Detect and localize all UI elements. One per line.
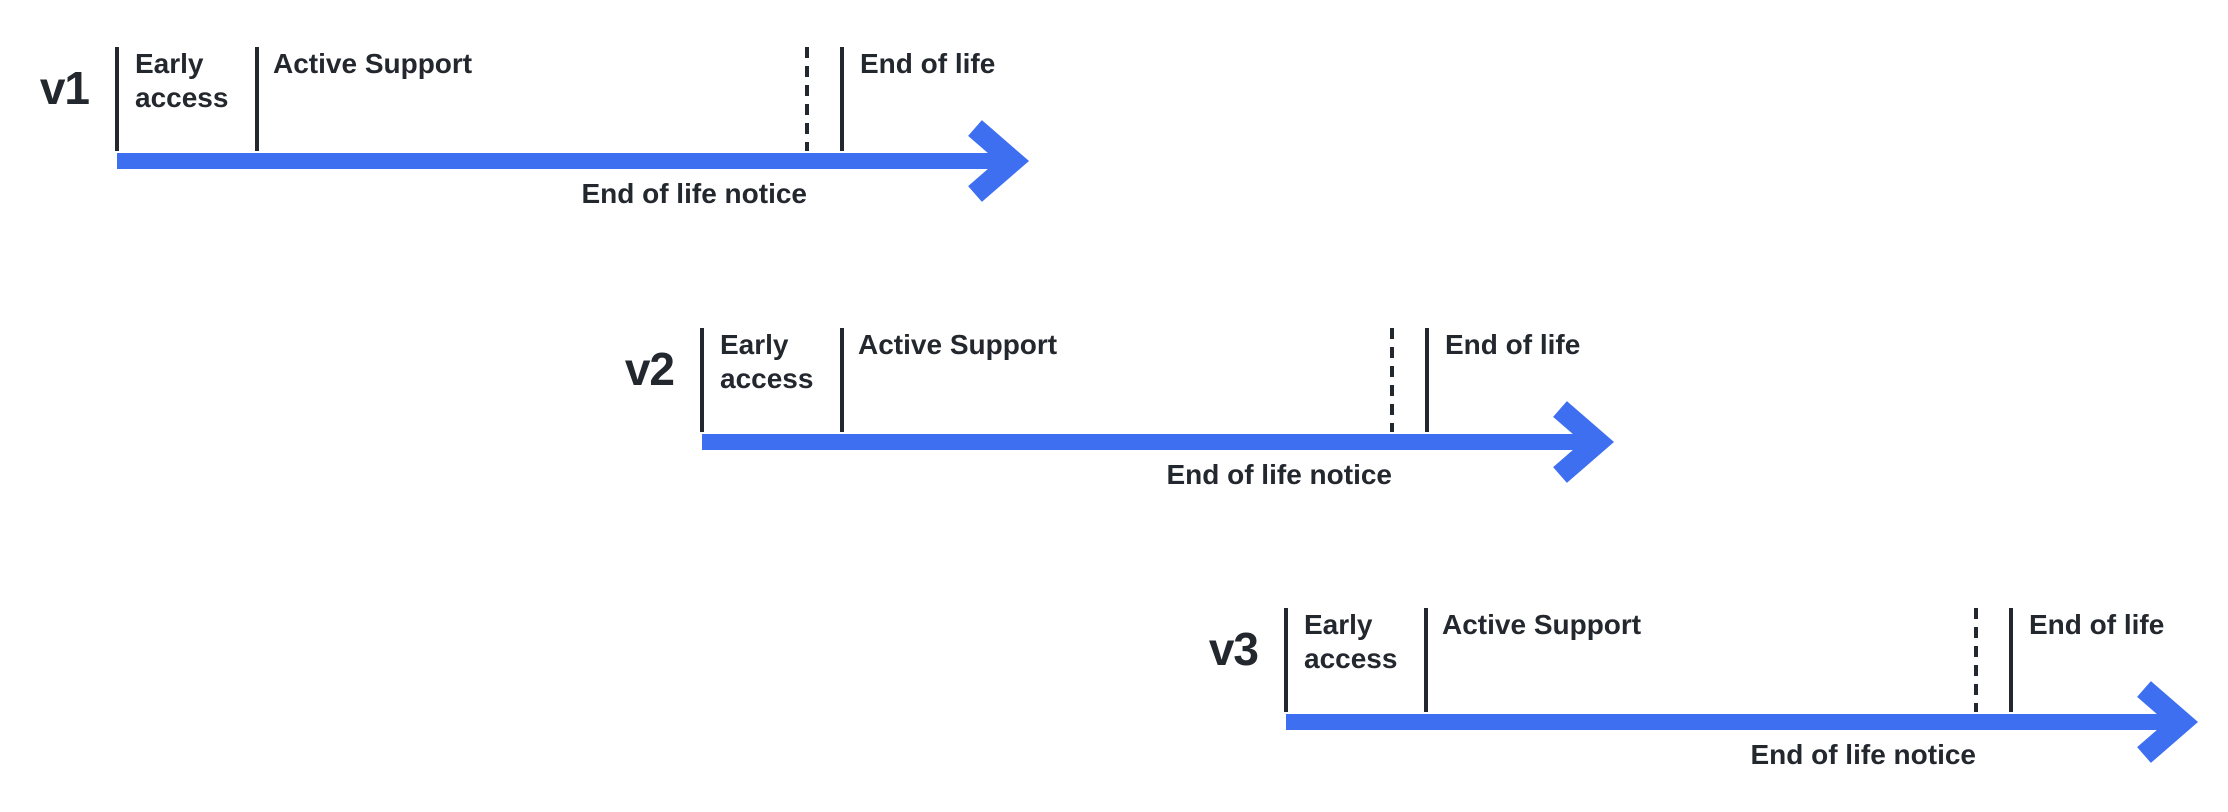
early-access-tick [115, 47, 119, 151]
arrow-head-icon [2137, 681, 2199, 763]
end-of-life-notice-label: End of life notice [1750, 739, 1976, 770]
eol-notice-dashed-tick [1974, 608, 1978, 712]
early-access-label: Early access [135, 48, 229, 114]
arrow-head-icon [968, 120, 1030, 202]
end-of-life-label: End of life [860, 48, 996, 79]
arrow-head-icon [1553, 401, 1615, 483]
early-access-label: Early access [1304, 609, 1398, 675]
end-of-life-label: End of life [2029, 609, 2165, 640]
active-support-tick [840, 328, 844, 432]
eol-notice-dashed-tick [805, 47, 809, 151]
end-of-life-label: End of life [1445, 329, 1581, 360]
timeline-v3: v3 Early access Active Support End of li… [1209, 608, 2228, 808]
end-of-life-notice-label: End of life notice [1166, 459, 1392, 490]
timeline-v2: v2 Early access Active Support End of li… [625, 328, 1652, 528]
active-support-tick [1424, 608, 1428, 712]
eol-notice-dashed-tick [1390, 328, 1394, 432]
early-access-label: Early access [720, 329, 814, 395]
timeline-arrow [702, 401, 1615, 483]
timeline-v1: v1 Early access Active Support End of li… [40, 47, 1067, 247]
timeline-arrow [1286, 681, 2199, 763]
active-support-tick [255, 47, 259, 151]
end-of-life-tick [1425, 328, 1429, 432]
end-of-life-notice-label: End of life notice [581, 178, 807, 209]
active-support-label: Active Support [1442, 609, 1642, 640]
early-access-tick [700, 328, 704, 432]
version-label: v1 [39, 62, 90, 114]
end-of-life-tick [840, 47, 844, 151]
early-access-tick [1284, 608, 1288, 712]
active-support-label: Active Support [858, 329, 1058, 360]
version-label: v2 [624, 343, 675, 395]
timeline-arrow [117, 120, 1030, 202]
end-of-life-tick [2009, 608, 2013, 712]
version-label: v3 [1208, 623, 1259, 675]
active-support-label: Active Support [273, 48, 473, 79]
